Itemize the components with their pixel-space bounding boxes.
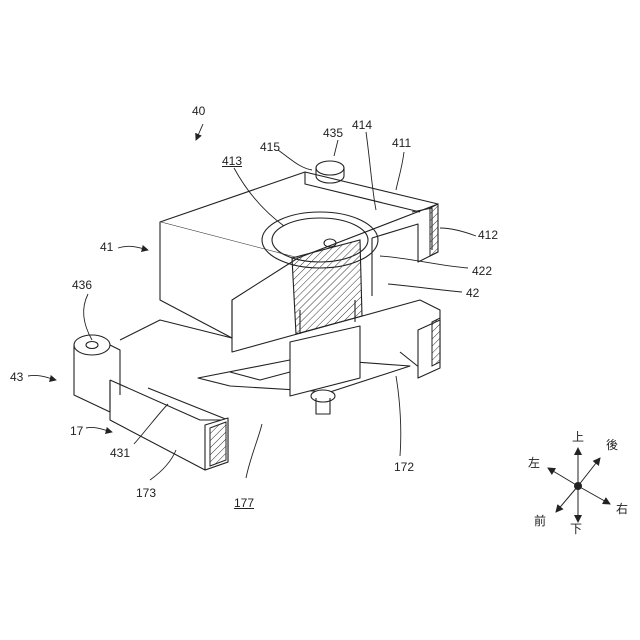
label-40: 40 [192, 104, 205, 118]
label-413: 413 [222, 154, 242, 168]
direction-rear: 後 [606, 438, 618, 452]
label-435: 435 [323, 126, 343, 140]
label-411: 411 [392, 136, 411, 150]
direction-right: 右 [616, 502, 628, 516]
direction-down: 下 [570, 522, 582, 536]
label-42: 42 [466, 286, 479, 300]
label-43: 43 [10, 370, 23, 384]
lower-body-top [120, 300, 440, 368]
hatched-end-top [430, 204, 438, 256]
direction-left: 左 [528, 456, 540, 470]
label-41: 41 [100, 240, 113, 254]
hatched-end-right [432, 318, 440, 366]
label-173: 173 [136, 486, 156, 500]
label-172: 172 [394, 460, 414, 474]
label-436: 436 [72, 278, 92, 292]
boss-435 [316, 161, 344, 175]
label-414: 414 [352, 118, 372, 132]
label-431: 431 [110, 446, 130, 460]
label-415: 415 [260, 140, 280, 154]
label-177: 177 [234, 496, 254, 510]
label-17: 17 [70, 424, 83, 438]
hatched-end-front [210, 422, 226, 466]
direction-compass [548, 448, 610, 522]
shaft-cap [311, 390, 335, 402]
direction-up: 上 [572, 430, 584, 444]
label-412: 412 [478, 228, 498, 242]
post-436 [74, 335, 110, 355]
label-422: 422 [472, 264, 492, 278]
direction-front: 前 [534, 514, 546, 528]
